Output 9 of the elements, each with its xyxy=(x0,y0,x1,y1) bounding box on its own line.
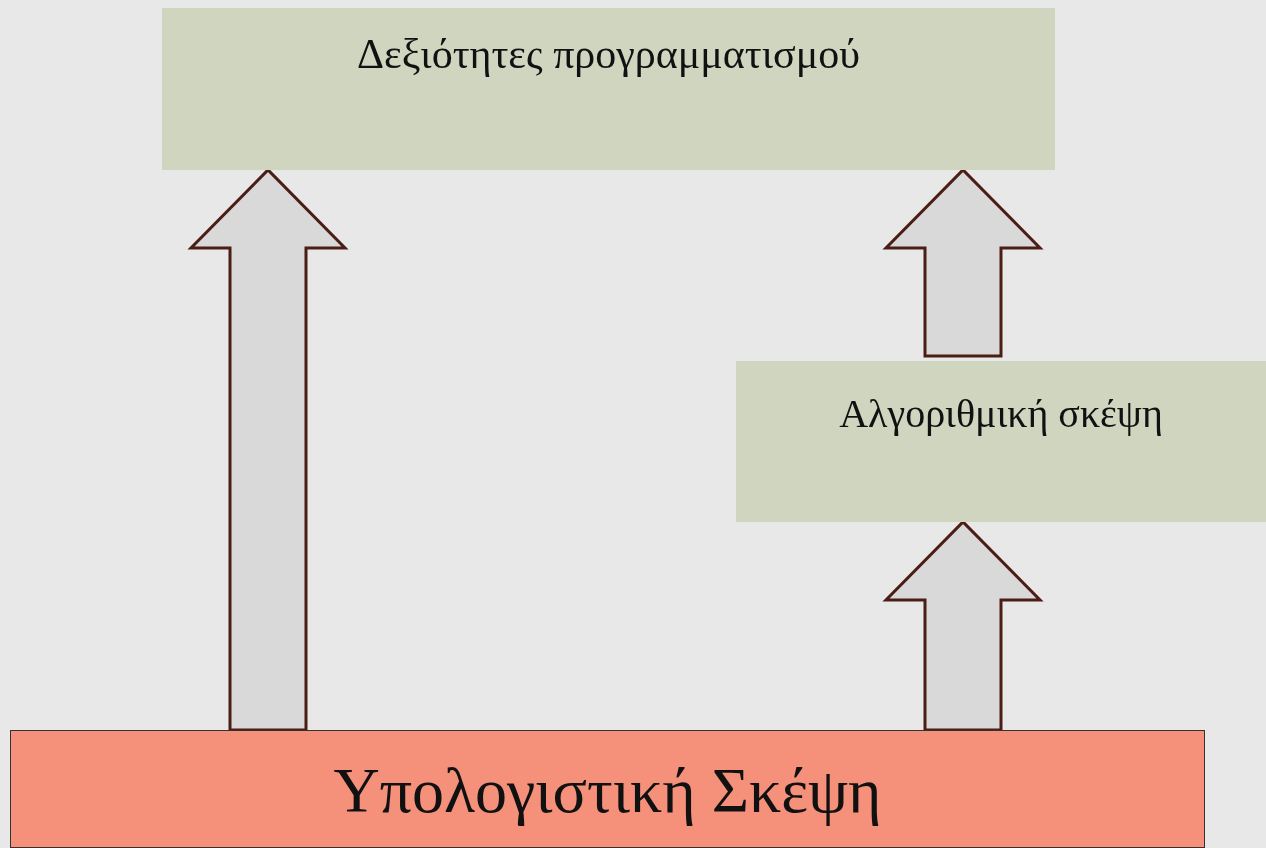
text-box xyxy=(162,8,1055,170)
block-arrow xyxy=(882,167,1044,358)
box-label: Δεξιότητες προγραμματισμού xyxy=(357,30,860,79)
box-label: Υπολογιστική Σκέψη xyxy=(333,754,882,828)
text-box xyxy=(736,361,1266,522)
text-box xyxy=(10,730,1205,848)
block-arrow xyxy=(187,167,349,732)
box-label: Αλγοριθμική σκέψη xyxy=(839,390,1163,438)
block-arrow xyxy=(882,519,1044,732)
